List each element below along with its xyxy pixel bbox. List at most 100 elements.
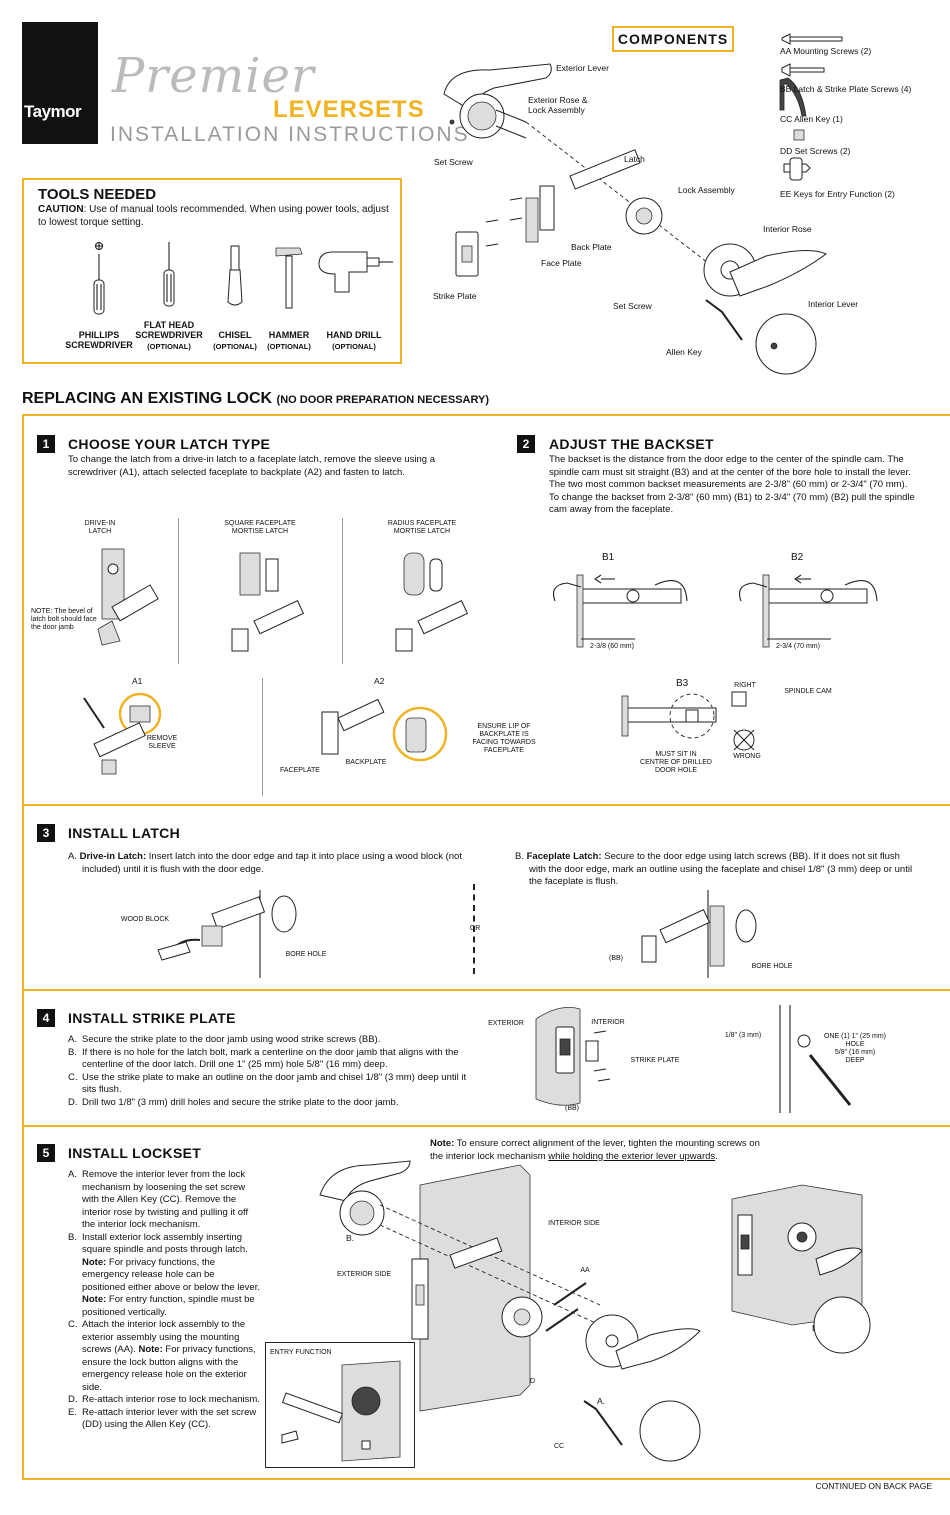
step4-item: D.Drill two 1/8" (3 mm) drill holes and … — [68, 1096, 399, 1108]
tool-optional: (OPTIONAL) — [332, 342, 376, 351]
step1-number: 1 — [37, 435, 55, 453]
step3-number: 3 — [37, 824, 55, 842]
brand-logo: Taymor — [22, 22, 98, 144]
label-remove-sleeve: REMOVE SLEEVE — [146, 735, 178, 750]
label-a1: A1 — [132, 676, 143, 686]
label-cc: CC — [553, 1443, 565, 1450]
step3-title: INSTALL LATCH — [68, 825, 180, 841]
set-screw-icon — [793, 129, 805, 141]
flathead-screwdriver-icon — [163, 242, 175, 307]
backset-adjust-diagram — [552, 574, 878, 648]
label-set-screw-2: Set Screw — [613, 301, 652, 311]
tool-optional: (OPTIONAL) — [267, 342, 311, 351]
finished-lock-diagram — [731, 1184, 871, 1354]
label-face-plate: Face Plate — [541, 258, 582, 268]
step4-item: A.Secure the strike plate to the door ja… — [68, 1034, 381, 1045]
label-latch: Latch — [624, 154, 645, 164]
label-back-plate: Back Plate — [571, 242, 612, 252]
label-exterior-rose: Exterior Rose & — [528, 95, 588, 105]
lockset-install-diagram — [319, 1160, 701, 1462]
label-b2: B2 — [791, 552, 804, 563]
step5-note: Note: To ensure correct alignment of the… — [430, 1138, 760, 1162]
step2-title: ADJUST THE BACKSET — [549, 436, 714, 452]
step1-title: CHOOSE YOUR LATCH TYPE — [68, 436, 271, 452]
step4-item: C.Use the strike plate to make an outlin… — [68, 1071, 467, 1096]
label-b1: B1 — [602, 552, 615, 563]
allen-key-icon — [779, 77, 807, 117]
step3-a-text: A. Drive-in Latch: Insert latch into the… — [68, 851, 462, 875]
label-lock-assembly: Lock Assembly — [678, 185, 735, 195]
step4-title: INSTALL STRIKE PLATE — [68, 1010, 236, 1026]
tool-optional: (OPTIONAL) — [147, 342, 191, 351]
label-interior-lever: Interior Lever — [808, 299, 859, 309]
label-right: RIGHT — [734, 682, 756, 689]
divider — [262, 678, 263, 796]
faceplate-latch-diagram — [641, 890, 757, 978]
label-radius-faceplate: RADIUS FACEPLATE MORTISE LATCH — [387, 520, 457, 535]
component-bb: BB Latch & Strike Plate Screws (4) — [780, 84, 912, 94]
label-square-faceplate: SQUARE FACEPLATE MORTISE LATCH — [224, 520, 296, 535]
divider — [22, 1125, 950, 1127]
label-must-sit: MUST SIT IN CENTRE OF DRILLED DOOR HOLE — [640, 751, 712, 774]
label-lock-assembly-1: Lock Assembly — [528, 105, 585, 115]
step4-number: 4 — [37, 1009, 55, 1027]
label-hole-spec: ONE (1) 1" (25 mm) HOLE 5/8" (16 mm) DEE… — [824, 1033, 886, 1064]
step5-item: B.Install exterior lock assembly inserti… — [68, 1231, 260, 1318]
label-strike-plate: STRIKE PLATE — [630, 1057, 680, 1064]
tool-label: PHILLIPS SCREWDRIVER — [65, 330, 133, 350]
divider — [342, 518, 343, 664]
entry-function-label: ENTRY FUNCTION — [270, 1349, 332, 1356]
label-allen-key: Allen Key — [666, 347, 702, 357]
continued-footer: CONTINUED ON BACK PAGE — [815, 1481, 933, 1491]
step5-item: E.Re-attach interior lever with the set … — [68, 1406, 257, 1431]
label-faceplate: FACEPLATE — [280, 767, 320, 774]
label-interior: INTERIOR — [591, 1019, 625, 1026]
component-ee: EE Keys for Entry Function (2) — [780, 189, 895, 199]
label-bb-strike: (BB) — [565, 1105, 579, 1112]
bevel-note: NOTE: The bevel of latch bolt should fac… — [31, 608, 97, 631]
step5-number: 5 — [37, 1144, 55, 1162]
label-or: OR — [469, 925, 481, 932]
label-aa: AA — [580, 1267, 590, 1274]
divider — [473, 884, 475, 974]
step5-item: A.Remove the interior lever from the loc… — [68, 1169, 249, 1230]
label-spindle-cam: SPINDLE CAM — [784, 688, 832, 695]
components-exploded-diagram — [443, 63, 827, 375]
label-strike-plate: Strike Plate — [433, 291, 477, 301]
label-drive-in: DRIVE-IN LATCH — [84, 520, 116, 535]
latch-types-diagram — [97, 548, 469, 652]
label-a2: A2 — [374, 676, 385, 686]
brand-name: Taymor — [24, 102, 82, 121]
label-exterior-side: EXTERIOR SIDE — [336, 1271, 392, 1278]
label-set-screw-1: Set Screw — [434, 157, 473, 167]
hammer-icon — [275, 247, 303, 309]
tool-label: HAND DRILL — [326, 330, 382, 340]
measurement-b2: 2-3/4 (70 mm) — [776, 643, 820, 650]
label-exterior: EXTERIOR — [488, 1020, 524, 1027]
label-bore-hole-1: BORE HOLE — [285, 951, 327, 958]
strike-plate-jamb-diagram — [535, 1006, 611, 1106]
step4-list: A.Secure the strike plate to the door ja… — [68, 1034, 468, 1109]
tool-optional: (OPTIONAL) — [213, 342, 257, 351]
sleeve-and-faceplate-diagram — [83, 692, 448, 775]
label-wood-block: WOOD BLOCK — [120, 916, 170, 923]
step2-text: The backset is the distance from the doo… — [549, 454, 915, 515]
label-wrong: WRONG — [733, 753, 761, 760]
product-name: LEVERSETS — [273, 96, 425, 123]
mounting-screw-icon — [781, 33, 843, 45]
drive-in-latch-diagram — [157, 890, 297, 978]
label-interior-side: INTERIOR SIDE — [548, 1220, 600, 1227]
replacing-heading: REPLACING AN EXISTING LOCK (NO DOOR PREP… — [22, 390, 490, 407]
entry-function-inset: ENTRY FUNCTION — [265, 1342, 415, 1468]
component-aa: AA Mounting Screws (2) — [780, 46, 872, 56]
tools-title: TOOLS NEEDED — [38, 186, 157, 203]
step5-list: A.Remove the interior lever from the loc… — [68, 1169, 260, 1432]
divider — [22, 804, 950, 806]
step1-text: To change the latch from a drive-in latc… — [68, 454, 436, 478]
instructions-panel — [22, 414, 950, 1480]
strike-drill-diagram — [779, 1005, 852, 1113]
label-interior-rose: Interior Rose — [763, 224, 812, 234]
label-bore-hole-2: BORE HOLE — [751, 963, 793, 970]
caution-text: CAUTION: Use of manual tools recommended… — [38, 204, 389, 228]
component-cc: CC Allen Key (1) — [780, 114, 843, 124]
